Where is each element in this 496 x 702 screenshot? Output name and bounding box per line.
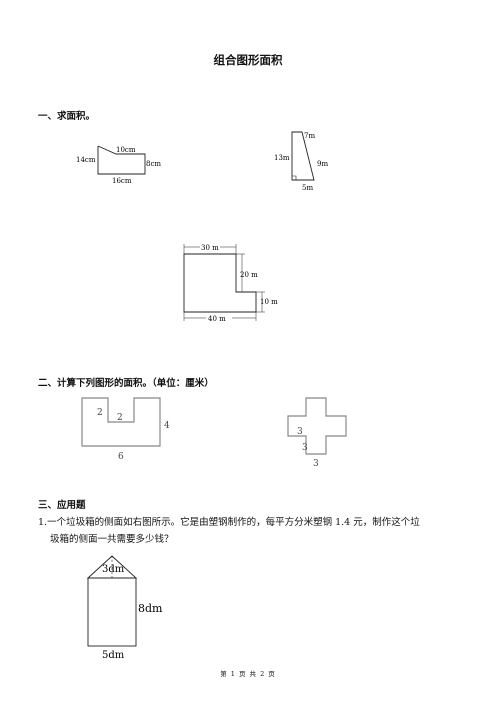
figure-2-outline xyxy=(291,131,315,181)
fig6-height-label: 8dm xyxy=(138,602,163,615)
figure-3-outline xyxy=(183,253,257,313)
question-1-line2: 圾箱的侧面一共需要多少钱？ xyxy=(50,534,174,545)
figure-1-outline xyxy=(97,145,146,175)
fig3-bottom-label: 40 m xyxy=(208,315,226,323)
figure-6-rect xyxy=(87,577,137,647)
fig6-bottom-label: 5dm xyxy=(102,650,125,661)
figure-5: 3 3 3 xyxy=(287,397,347,469)
fig3-top-label: 30 m xyxy=(201,244,219,252)
fig5-bottom-label: 3 xyxy=(313,459,319,469)
page-title: 组合图形面积 xyxy=(213,53,283,67)
fig5-lower-label: 3 xyxy=(302,443,308,453)
fig2-right-angle xyxy=(292,175,297,180)
page-footer: 第 1 页 共 2 页 xyxy=(220,670,276,678)
figure-2: 7m 13m 9m 5m xyxy=(274,131,328,192)
fig1-left-label: 14cm xyxy=(76,156,96,164)
figure-5-outline xyxy=(287,397,347,455)
fig5-side-label: 3 xyxy=(297,427,303,437)
fig4-right-label: 4 xyxy=(164,421,170,431)
fig3-right-lower-label: 10 m xyxy=(260,298,278,306)
figure-3: 30 m 20 m 10 m 40 m xyxy=(183,242,278,323)
section3-heading: 三、应用题 xyxy=(38,500,86,511)
fig2-top-label: 7m xyxy=(304,132,315,140)
fig4-left-notch-label: 2 xyxy=(97,408,103,418)
fig4-bottom-label: 6 xyxy=(118,452,124,462)
figure-4: 2 2 4 6 xyxy=(81,397,170,462)
fig4-inner-notch-label: 2 xyxy=(117,413,123,423)
fig1-bottom-label: 16cm xyxy=(112,177,132,185)
figure-4-outline xyxy=(81,397,161,447)
question-1: 1.一个垃圾箱的侧面如右图所示。它是由塑钢制作的，每平方分米塑钢 1.4 元，制… xyxy=(38,514,463,548)
fig2-left-label: 13m xyxy=(274,154,290,162)
fig3-right-upper-label: 20 m xyxy=(240,271,258,279)
fig6-triangle-label: 3dm xyxy=(102,564,125,575)
fig1-top-label: 10cm xyxy=(116,146,136,154)
fig2-right-label: 9m xyxy=(317,160,328,168)
section2-heading: 二、计算下列图形的面积。（单位：厘米） xyxy=(38,378,214,389)
figure-6: 3dm 8dm 5dm xyxy=(86,555,163,661)
question-1-line1: 1.一个垃圾箱的侧面如右图所示。它是由塑钢制作的，每平方分米塑钢 1.4 元，制… xyxy=(38,517,420,528)
section1-heading: 一、求面积。 xyxy=(38,111,96,122)
figure-1: 10cm 14cm 8cm 16cm xyxy=(76,145,161,185)
fig1-right-label: 8cm xyxy=(146,160,161,168)
fig2-bottom-label: 5m xyxy=(302,184,313,192)
